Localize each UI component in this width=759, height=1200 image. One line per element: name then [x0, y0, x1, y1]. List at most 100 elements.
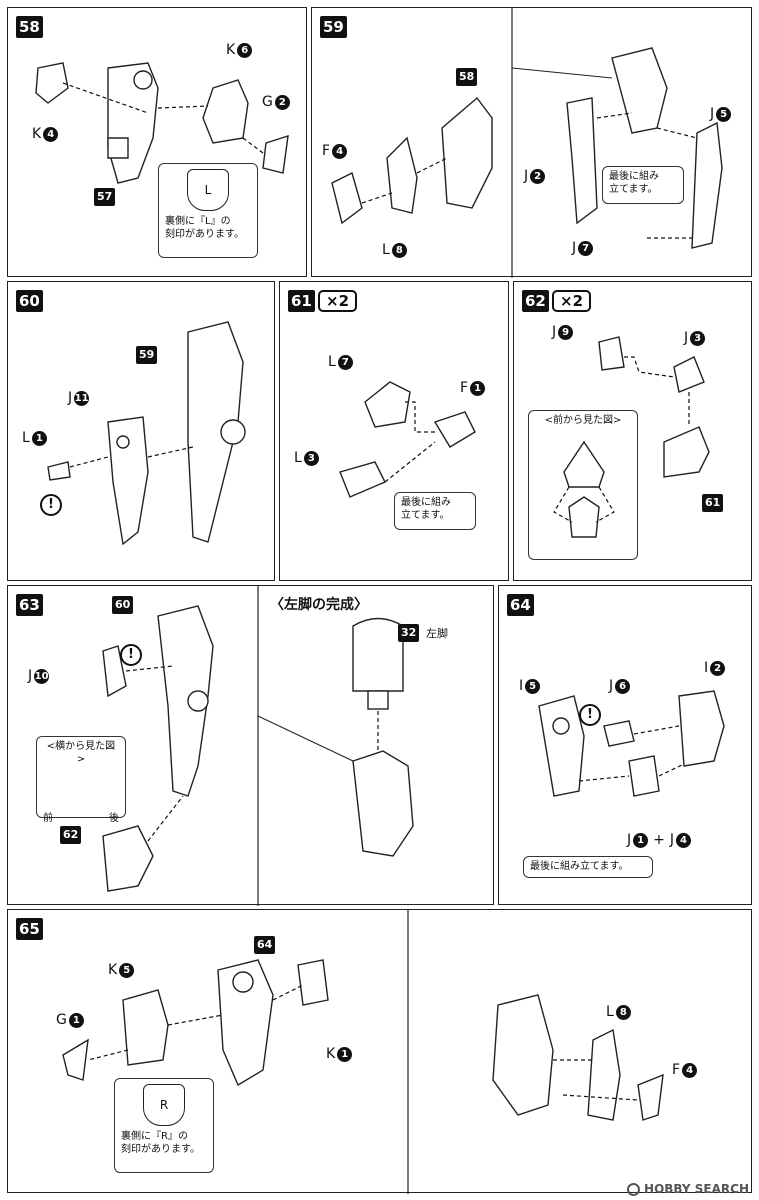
part-number-badge: 4: [682, 1062, 698, 1078]
step-59-number: 59: [320, 16, 347, 38]
caution-icon: !: [40, 494, 62, 516]
multiplier-x2: ×2: [552, 290, 592, 312]
watermark-logo-icon: [627, 1182, 641, 1196]
step-61-number: 61: [288, 290, 315, 312]
step-64-note: 最後に組み立てます。: [523, 856, 653, 878]
step-65-note: R 裏側に『R』の 刻印があります。: [114, 1078, 214, 1173]
step-62-note: <前から見た図>: [528, 410, 638, 560]
shield-mark-icon: R: [143, 1084, 185, 1126]
step-64-illustration: [538, 690, 725, 797]
ref-59: 59: [136, 346, 158, 364]
ref-32: 32: [398, 624, 420, 642]
part-number-badge: 5: [525, 678, 541, 694]
step-58-note: L 裏側に『L』の 刻印があります。: [158, 163, 258, 258]
part-number-badge: 4: [332, 143, 348, 159]
part-number-badge: 4: [43, 126, 59, 142]
note-line-2: 刻印があります。: [121, 1144, 200, 1155]
note-line-1: 裏側に『L』の: [165, 216, 231, 227]
part-number-badge: 2: [274, 94, 290, 110]
note-title: <前から見た図>: [544, 415, 622, 426]
part-number-badge: 2: [710, 660, 726, 676]
part-number-badge: 1: [470, 380, 486, 396]
step-58-number: 58: [16, 16, 43, 38]
part-number-badge: 3: [690, 330, 706, 346]
note-line-2: 立てます。: [401, 510, 450, 521]
step-63-note: <横から見た図> 前 後: [36, 736, 126, 824]
watermark-text: HOBBY SEARCH: [644, 1182, 749, 1196]
part-number-badge: 5: [716, 106, 732, 122]
ref-61: 61: [702, 494, 724, 512]
note-line-1: 裏側に『R』の: [121, 1131, 188, 1142]
back-label: 後: [109, 813, 119, 824]
part-number-badge: 1: [68, 1012, 84, 1028]
part-number-badge: 1: [31, 430, 47, 446]
note-line-1: 最後に組み: [401, 497, 451, 508]
part-number-badge: 10: [34, 668, 50, 684]
note-line-2: 刻印があります。: [165, 229, 244, 240]
ref-57: 57: [94, 188, 116, 206]
note-title: <横から見た図>: [46, 741, 116, 765]
ref-58: 58: [456, 68, 478, 86]
step-62-number: 62: [522, 290, 549, 312]
note-line-2: 立てます。: [609, 184, 658, 195]
part-number-badge: 1: [337, 1046, 353, 1062]
ref-60: 60: [112, 596, 134, 614]
part-number-badge: 6: [237, 42, 253, 58]
step-65-number: 65: [16, 918, 43, 940]
part-number-badge: 6: [615, 678, 631, 694]
ref-62: 62: [60, 826, 82, 844]
caution-icon: !: [120, 644, 142, 666]
part-number-badge: 11: [74, 390, 90, 406]
step-63-number: 63: [16, 594, 43, 616]
caution-icon: !: [579, 704, 601, 726]
step-60-illustration: [47, 321, 246, 546]
step-65-illustration: [62, 910, 664, 1194]
shield-mark-icon: L: [187, 169, 229, 211]
note-line-1: 最後に組み立てます。: [530, 861, 629, 872]
ref-64: 64: [254, 936, 276, 954]
completion-heading: 〈左脚の完成〉: [270, 597, 368, 613]
step-62-illustration: [553, 336, 710, 538]
part-number-badge: 9: [558, 324, 574, 340]
part-number-badge: 2: [530, 168, 546, 184]
watermark: HOBBY SEARCH: [627, 1182, 749, 1196]
note-line-1: 最後に組み: [609, 171, 659, 182]
step-64-number: 64: [507, 594, 534, 616]
step-61-note: 最後に組み 立てます。: [394, 492, 476, 530]
step-58-illustration: [35, 62, 289, 184]
part-number-badge: 7: [578, 240, 594, 256]
part-number-badge: 4: [676, 832, 692, 848]
front-label: 前: [43, 813, 53, 824]
step-59-illustration: [331, 8, 723, 278]
step-59-note: 最後に組み 立てます。: [602, 166, 684, 204]
part-number-badge: 8: [615, 1004, 631, 1020]
step-61-illustration: [339, 381, 476, 498]
